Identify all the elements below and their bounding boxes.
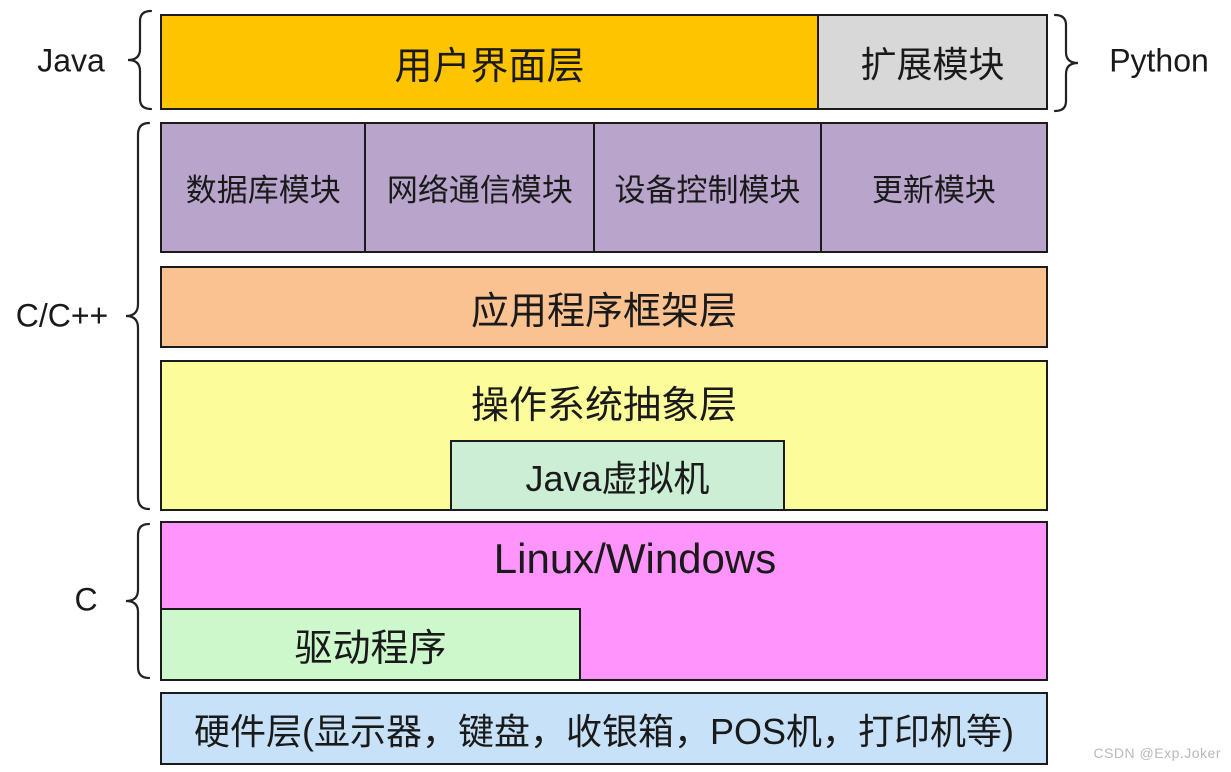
ui-layer-box: 用户界面层	[162, 16, 818, 108]
update-module-box: 更新模块	[819, 124, 1046, 251]
c-cpp-label: C/C++	[15, 297, 109, 334]
middleware-modules-row: 数据库模块 网络通信模块 设备控制模块 更新模块	[160, 122, 1048, 253]
jvm-box: Java虚拟机	[450, 440, 785, 511]
os-layer-box: Linux/Windows	[160, 521, 1048, 681]
os-layer-label: Linux/Windows	[493, 535, 777, 582]
network-module-box: 网络通信模块	[364, 124, 593, 251]
java-brace	[127, 9, 153, 111]
python-label: Python	[1109, 42, 1209, 79]
extension-module-box: 扩展模块	[817, 16, 1046, 108]
os-abstraction-layer-label: 操作系统抽象层	[470, 385, 737, 427]
app-framework-layer-box: 应用程序框架层	[160, 266, 1048, 348]
database-module-box: 数据库模块	[185, 173, 341, 208]
top-layer-row: 用户界面层 扩展模块	[160, 14, 1048, 110]
driver-box: 驱动程序	[160, 608, 581, 681]
c-label: C	[74, 581, 98, 618]
device-control-module-box: 设备控制模块	[593, 124, 819, 251]
c-cpp-brace	[125, 121, 151, 511]
hardware-layer-box: 硬件层(显示器，键盘，收银箱，POS机，打印机等)	[160, 692, 1048, 765]
watermark-text: CSDN @Exp.Joker	[1093, 745, 1221, 761]
java-label: Java	[37, 42, 105, 79]
c-brace	[125, 522, 151, 680]
python-brace	[1053, 13, 1079, 113]
